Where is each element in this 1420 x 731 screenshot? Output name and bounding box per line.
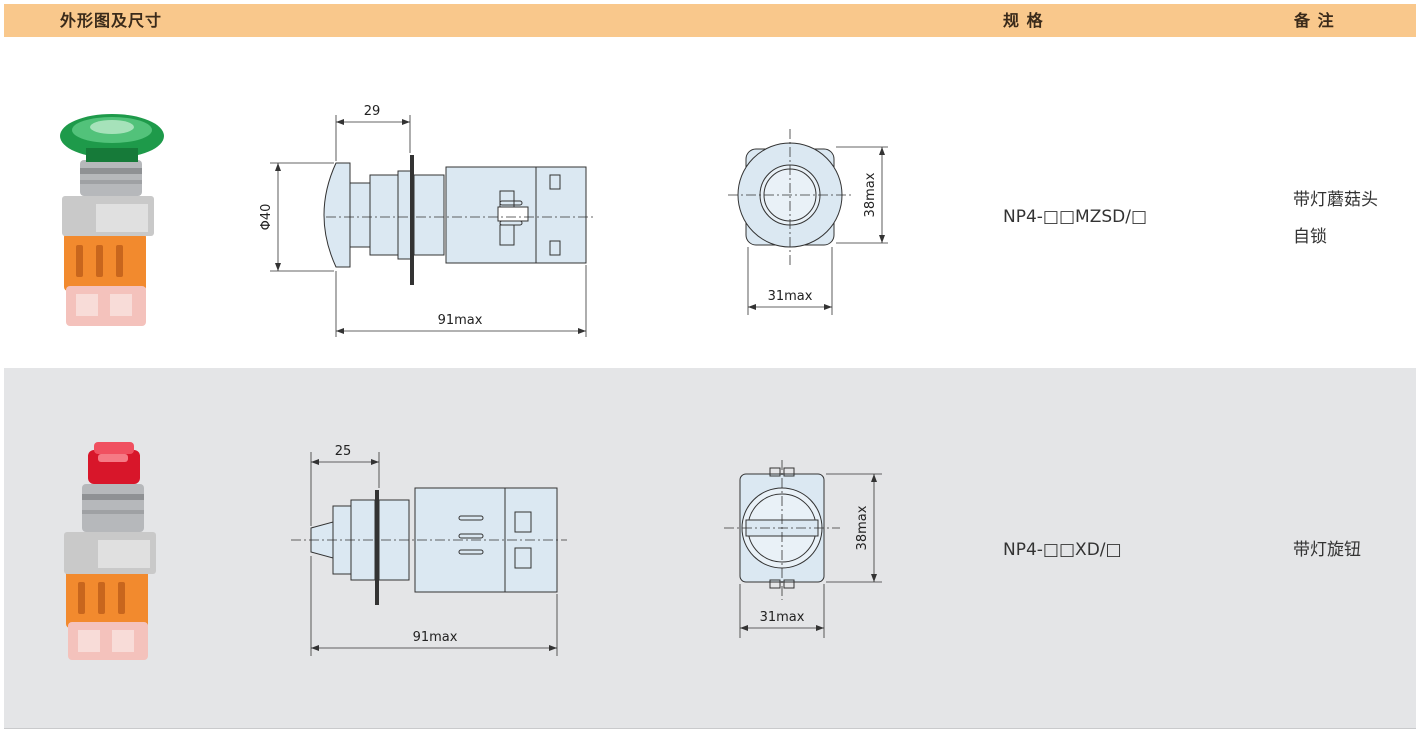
- dim-depth-label: 25: [335, 444, 352, 459]
- spec-model: NP4-□□XD/□: [1003, 540, 1122, 560]
- table-bottom-border: [4, 728, 1416, 729]
- note-line: 带灯蘑菇头: [1293, 190, 1378, 210]
- table-header: 外形图及尺寸 规 格 备 注: [4, 4, 1416, 37]
- table-row: [4, 37, 1416, 367]
- header-spec: 规 格: [1003, 11, 1044, 30]
- table-row: [4, 368, 1416, 729]
- dim-height-label: 38max: [855, 505, 870, 550]
- dim-length-label: 91max: [413, 630, 458, 645]
- product-photo-mushroom-button: [60, 114, 164, 326]
- dim-width-label: 31max: [768, 289, 813, 304]
- dim-diameter-label: Φ40: [259, 204, 274, 231]
- side-view-drawing-mushroom: 29 Φ40 91max: [259, 104, 596, 337]
- dim-length-label: 91max: [438, 313, 483, 328]
- note-line: 带灯旋钮: [1293, 540, 1361, 560]
- front-view-drawing-mushroom: 38max 31max: [728, 129, 888, 315]
- product-photo-selector-switch: [64, 442, 156, 660]
- dim-width-label: 31max: [760, 610, 805, 625]
- note-line: 自锁: [1293, 227, 1327, 247]
- dim-height-label: 38max: [863, 172, 878, 217]
- spec-model: NP4-□□MZSD/□: [1003, 207, 1148, 227]
- front-view-drawing-selector: 38max 31max: [724, 460, 882, 638]
- dim-depth-label: 29: [364, 104, 381, 119]
- header-shape-dimensions: 外形图及尺寸: [60, 11, 163, 30]
- header-note: 备 注: [1294, 11, 1335, 30]
- side-view-drawing-selector: 25 91max: [291, 444, 567, 656]
